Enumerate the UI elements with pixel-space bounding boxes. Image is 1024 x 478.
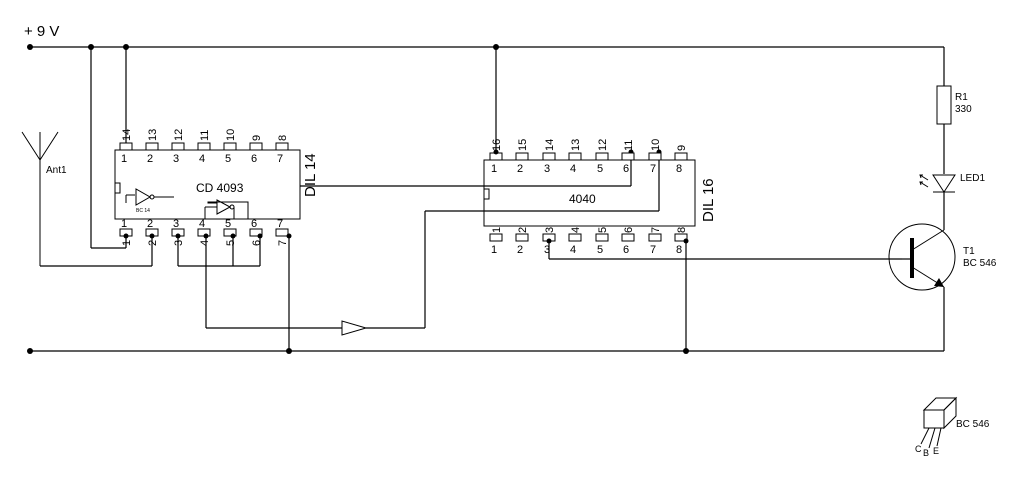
r1-value: 330 [955,104,972,115]
transistor-t1: T1 BC 546 [888,223,997,351]
ic2-top-pin-number: 14 [544,139,556,151]
ic1-bottom-pin-number: 2 [147,240,159,246]
t1-type: BC 546 [963,258,997,269]
ic2-package: DIL 16 [700,178,717,222]
ic2-4040: 4040 DIL 16 16 15 14 13 12 11 10 9 1 2 3… [483,139,717,256]
ic2-bottom-inner-number: 5 [597,244,603,256]
resistor-r1: R1 330 [936,47,972,174]
ic1-top-inner-number: 3 [173,153,179,165]
ic1-top-inner-number: 4 [199,153,205,165]
ic1-bottom-pin-number: 7 [277,240,289,246]
ic2-top-pin-number: 11 [623,140,635,151]
led1-name: LED1 [960,173,985,184]
ic2-name: 4040 [569,192,596,206]
ic2-bottom-inner-number: 1 [491,244,497,256]
ic1-top-pin-number: 9 [251,135,263,141]
ic1-top-pin-number: 12 [173,129,185,141]
ic2-wiring [493,47,902,351]
pinout-pin-b: B [923,448,929,458]
ic2-bottom-inner-number: 7 [650,244,656,256]
ic2-bottom-pin-number: 3 [544,227,556,233]
ic1-package: DIL 14 [302,153,319,197]
ic2-bottom-pin-number: 5 [597,227,609,233]
ic2-bottom-inner-number: 3 [544,244,550,256]
ic1-bottom-pin-number: 4 [199,240,211,246]
ic2-bottom-inner-number: 2 [517,244,523,256]
ic1-cd4093: CD 4093 DIL 14 BC 14 14 [114,129,319,246]
ic2-top-inner-number: 7 [650,163,656,175]
ic1-bottom-inner-number: 4 [199,218,205,230]
ic2-top-pin-number: 12 [597,139,609,151]
ic1-top-inner-number: 5 [225,153,231,165]
ic1-bottom-pins: 1 2 3 4 5 6 7 1 2 3 4 5 6 7 [119,218,289,246]
ic1-top-inner-number: 1 [121,153,127,165]
ic1-bottom-inner-number: 5 [225,218,231,230]
signal-arrow-icon [341,320,368,336]
ic2-bottom-inner-number: 6 [623,244,629,256]
ic2-bottom-inner-number: 8 [676,244,682,256]
ic2-top-inner-number: 1 [491,163,497,175]
ic1-bottom-inner-number: 1 [121,218,127,230]
ic1-top-inner-number: 7 [277,153,283,165]
ic1-bottom-inner-number: 3 [173,218,179,230]
ic2-top-inner-number: 2 [517,163,523,175]
ic1-gate-a: BC 14 [125,188,174,214]
ic2-top-inner-number: 3 [544,163,550,175]
ic2-bottom-inner-number: 4 [570,244,576,256]
ic1-bottom-pin-number: 5 [225,240,237,246]
ic1-top-pin-number: 11 [199,130,211,141]
ic2-top-inner-number: 6 [623,163,629,175]
ic1-name: CD 4093 [196,181,244,195]
ic1-top-pin-number: 13 [147,129,159,141]
ic1-top-pin-number: 14 [121,129,133,141]
ic1-top-pins: 14 13 12 11 10 9 8 1 2 3 4 5 6 7 [119,129,289,165]
pinout-pin-c: C [915,444,922,454]
antenna-label: Ant1 [46,165,67,176]
ic1-bottom-inner-number: 2 [147,218,153,230]
ic2-top-pin-number: 16 [491,139,503,151]
bc546-pinout: BC 546 C B E [915,396,990,458]
ic1-gate-label: BC 14 [136,208,150,214]
ic1-top-inner-number: 2 [147,153,153,165]
ic2-bottom-pins: 1 2 3 4 5 6 7 8 1 2 3 4 5 6 7 8 [489,227,688,256]
ic2-top-pin-number: 13 [570,139,582,151]
supply-rail: + 9 V [24,23,944,50]
ic2-top-pin-number: 10 [650,139,662,151]
r1-name: R1 [955,92,968,103]
ic2-top-inner-number: 8 [676,163,682,175]
ic2-top-inner-number: 4 [570,163,576,175]
ic1-wiring [40,47,662,351]
ic2-bottom-pin-number: 6 [623,227,635,233]
pinout-pin-e: E [933,446,939,456]
supply-label: + 9 V [24,23,59,40]
ic1-bottom-pin-number: 1 [121,240,133,246]
ic2-top-pin-number: 9 [676,145,688,151]
light-emission-icon [919,174,929,188]
ic2-top-pin-number: 15 [517,139,529,151]
ic2-bottom-pin-number: 7 [650,227,662,233]
ic1-bottom-inner-number: 7 [277,218,283,230]
ic2-bottom-pin-number: 8 [676,227,688,233]
pinout-type: BC 546 [956,419,990,430]
ic1-bottom-pin-number: 3 [173,240,185,246]
led-led1: LED1 [919,173,985,230]
ic1-top-pin-number: 10 [225,129,237,141]
ic2-top-inner-number: 5 [597,163,603,175]
ic1-bottom-inner-number: 6 [251,218,257,230]
ground-rail [27,348,944,354]
ic2-bottom-pin-number: 4 [570,227,582,233]
ic1-top-inner-number: 6 [251,153,257,165]
ic2-bottom-pin-number: 1 [491,227,503,233]
ic1-bottom-pin-number: 6 [251,240,263,246]
ic2-top-pins: 16 15 14 13 12 11 10 9 1 2 3 4 5 6 7 8 [489,139,688,175]
ic1-gate-b [204,199,249,219]
ic1-top-pin-number: 8 [277,135,289,141]
antenna: Ant1 [21,131,67,266]
t1-name: T1 [963,246,975,257]
ic2-bottom-pin-number: 2 [517,227,529,233]
